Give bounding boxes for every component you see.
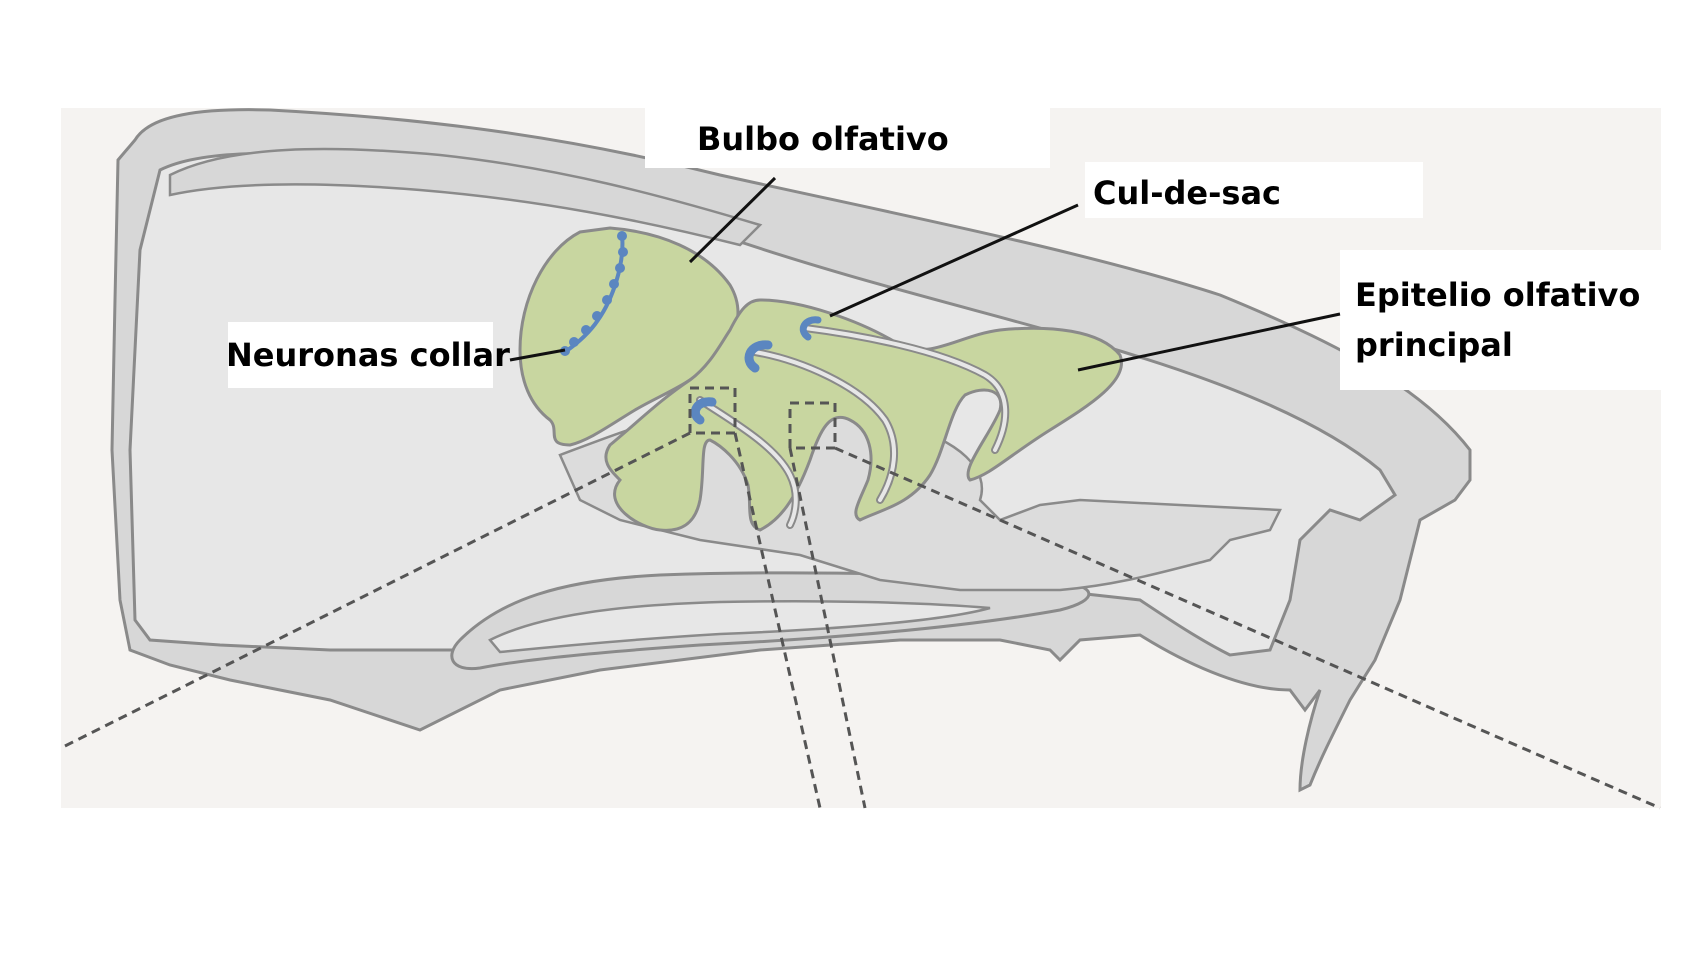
projection-line-right — [834, 446, 1661, 810]
detail-box-2 — [788, 401, 837, 450]
olfactory-epithelium — [604, 298, 1123, 532]
skull-roof — [168, 147, 763, 247]
label-neuronas-collar: Neuronas collar — [226, 336, 510, 374]
label-bg-epitelio — [1340, 250, 1661, 390]
leader-culdesac — [829, 203, 1079, 318]
collar-neuron-dots — [560, 231, 628, 356]
cul-de-sac-marker-2 — [744, 340, 773, 373]
cul-de-sac-marker-3 — [690, 397, 717, 425]
label-bg-neuronas — [228, 322, 493, 388]
detail-box-1 — [688, 386, 737, 435]
turbinate-cleft-1-inner — [698, 398, 798, 527]
turbinate-cleft-3-inner — [803, 326, 1008, 452]
label-bg-bulbo — [645, 108, 1050, 168]
olfactory-bulb — [518, 226, 740, 447]
cul-de-sac-marker-1 — [799, 316, 822, 341]
projection-line-mid-1 — [733, 432, 822, 809]
leader-neuronas — [509, 348, 566, 362]
label-epitelio-line1: Epitelio olfativo — [1355, 276, 1640, 314]
leader-epitelio — [1077, 312, 1341, 372]
label-cul-de-sac: Cul-de-sac — [1093, 174, 1281, 212]
label-bg-culdesac — [1085, 162, 1423, 218]
leader-bulbo — [688, 176, 777, 264]
label-bulbo-olfativo: Bulbo olfativo — [697, 120, 949, 158]
projection-line-mid-2 — [788, 447, 867, 809]
label-epitelio-line2: principal — [1355, 326, 1513, 364]
palate-slot — [488, 600, 991, 654]
projection-line-left — [60, 431, 691, 750]
